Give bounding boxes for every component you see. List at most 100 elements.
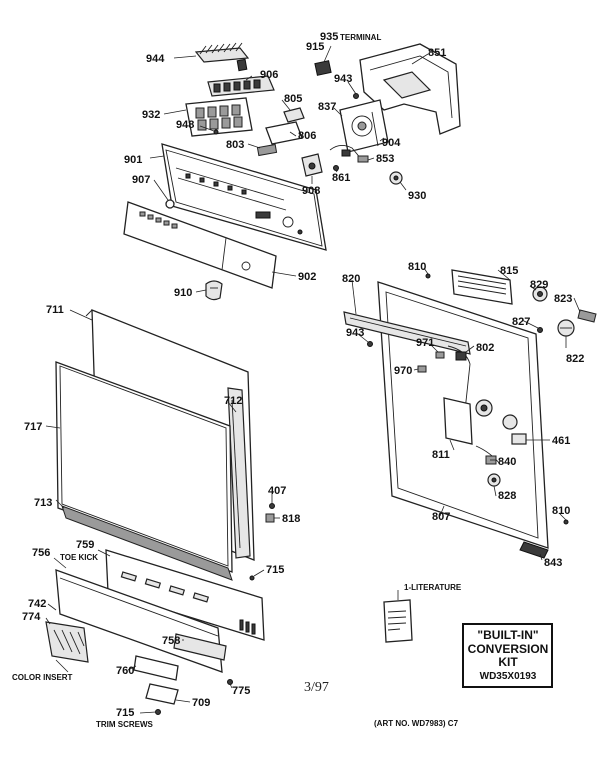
part-906-switch-bar [207, 75, 275, 97]
callout-935: 935 [320, 31, 338, 43]
callout-815: 815 [500, 265, 518, 277]
part-717-door-panel [55, 361, 233, 573]
callout-910: 910 [174, 287, 192, 299]
callout-715-trim: 715 [116, 707, 134, 719]
callout-829: 829 [530, 279, 548, 291]
part-1-literature [383, 599, 413, 643]
callout-758: 758 [162, 635, 180, 647]
part-971-clip [435, 351, 445, 359]
part-810-screw-top [425, 273, 431, 279]
part-851-vent-duct [359, 43, 461, 135]
page-date: 3/97 [304, 680, 329, 695]
part-715-trim-screw [155, 709, 161, 715]
callout-932: 932 [142, 109, 160, 121]
part-828-spring [487, 473, 501, 487]
part-713-bottom-strip [61, 505, 233, 581]
part-805-clip [283, 107, 305, 123]
callout-756: 756 [32, 547, 50, 559]
part-908-selector [301, 153, 323, 177]
part-861-screw [333, 165, 339, 171]
part-837-harness [329, 145, 363, 161]
kit-line-1: "BUILT-IN" [477, 628, 538, 642]
kit-line-2: CONVERSION [468, 642, 549, 656]
callout-823: 823 [554, 293, 572, 305]
callout-811: 811 [432, 449, 450, 461]
part-902-display-insert [123, 201, 277, 289]
callout-944: 944 [146, 53, 165, 65]
part-827-screw [537, 327, 543, 333]
part-843-hinge-arm [519, 541, 549, 559]
callout-843: 843 [544, 557, 562, 569]
part-910-knob [205, 280, 223, 301]
callout-709: 709 [192, 697, 210, 709]
part-775-screw [227, 679, 233, 685]
kit-line-4: WD35X0193 [480, 671, 537, 682]
part-760-bracket [133, 655, 179, 705]
conversion-kit-box: "BUILT-IN" CONVERSION KIT WD35X0193 [462, 623, 553, 688]
part-758-trim [173, 633, 227, 661]
callout-760: 760 [116, 665, 134, 677]
part-407-screw [269, 503, 275, 509]
callout-906: 906 [260, 69, 278, 81]
part-810-screw-bottom [563, 519, 569, 525]
callout-802: 802 [476, 342, 494, 354]
part-802-dispenser [447, 345, 471, 421]
callout-712: 712 [224, 395, 242, 407]
callout-1-literature: 1-LITERATURE [404, 583, 462, 592]
callout-971: 971 [416, 337, 434, 349]
part-948-screw [213, 129, 219, 135]
part-811-dispenser-body [443, 397, 518, 445]
callout-810-top: 810 [408, 261, 426, 273]
part-774-color-insert [45, 621, 89, 663]
callout-818: 818 [282, 513, 300, 525]
part-822-rinse-cap [557, 319, 575, 337]
leader-lines [45, 45, 581, 714]
callout-840: 840 [498, 456, 516, 468]
callout-807: 807 [432, 511, 450, 523]
part-970-clip [417, 365, 427, 373]
callout-943-top: 943 [334, 73, 352, 85]
callout-943-door: 943 [346, 327, 364, 339]
art-number: (ART NO. WD7983) C7 [374, 719, 459, 728]
part-759-toe-kick [105, 549, 265, 641]
part-932-switch-module [185, 97, 253, 137]
callout-775: 775 [232, 685, 250, 697]
callout-407: 407 [268, 485, 286, 497]
callout-774: 774 [22, 611, 41, 623]
callout-806: 806 [298, 130, 316, 142]
part-806-insulator [265, 121, 303, 145]
part-829-wax-motor [532, 286, 548, 302]
callout-820: 820 [342, 273, 360, 285]
part-901-console-panel [161, 143, 327, 251]
callout-822: 822 [566, 353, 584, 365]
part-943-screw-top [353, 93, 359, 99]
callout-715-side: 715 [266, 564, 284, 576]
callout-827: 827 [512, 316, 530, 328]
part-944-terminal-block [194, 42, 250, 72]
callout-861: 861 [332, 172, 350, 184]
callout-759: 759 [76, 539, 94, 551]
part-820-detergent-rail [343, 311, 471, 355]
part-461-hinge [511, 433, 527, 445]
callout-970: 970 [394, 365, 412, 377]
part-907-screw [165, 199, 175, 209]
callout-915: 915 [306, 41, 324, 53]
callout-902: 902 [298, 271, 316, 283]
part-815-vent-grille [451, 269, 513, 305]
part-943-screw-door [367, 341, 373, 347]
callout-805: 805 [284, 93, 302, 105]
callout-461: 461 [552, 435, 570, 447]
part-904-timer [339, 99, 389, 153]
callout-853: 853 [376, 153, 394, 165]
callout-711: 711 [46, 304, 64, 316]
callout-907: 907 [132, 174, 150, 186]
callout-948: 948 [176, 119, 194, 131]
callout-labels: 944 935 TERMINAL 915 851 906 943 932 805… [12, 31, 584, 729]
callout-terminal: TERMINAL [340, 33, 381, 42]
callout-717: 717 [24, 421, 42, 433]
callout-810-bottom: 810 [552, 505, 570, 517]
callout-851: 851 [428, 47, 446, 59]
callout-904: 904 [382, 137, 401, 149]
part-715-screw [249, 575, 255, 581]
